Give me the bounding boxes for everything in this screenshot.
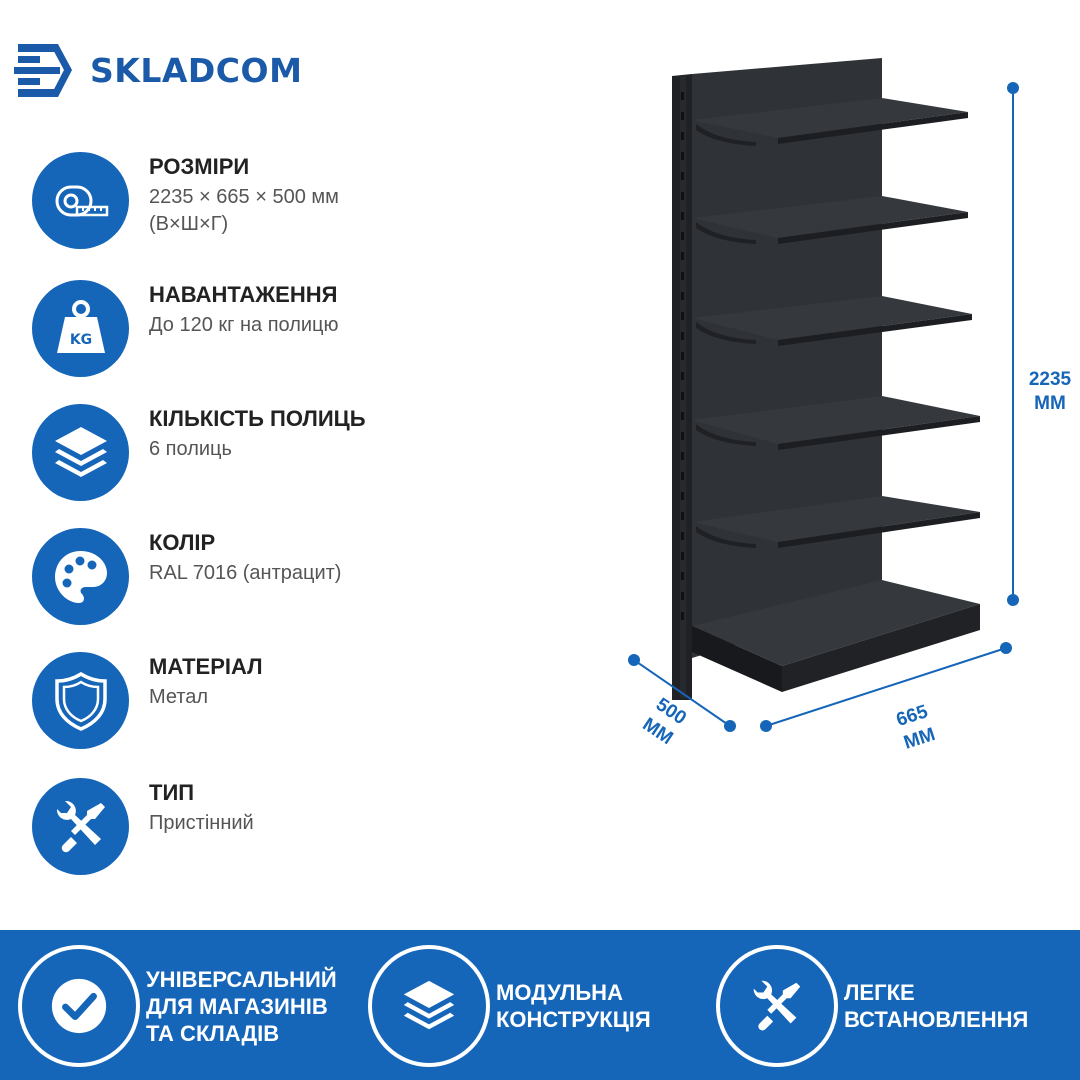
feature-label: МОДУЛЬНА КОНСТРУКЦІЯ: [496, 980, 651, 1032]
shelf: [692, 496, 980, 548]
layers-icon: [368, 945, 490, 1067]
spec-title: НАВАНТАЖЕННЯ: [149, 282, 338, 307]
skladcom-logo-icon: [14, 44, 72, 97]
shield-icon: [32, 652, 129, 749]
spec-value: 2235 × 665 × 500 мм (В×Ш×Г): [149, 186, 339, 235]
tools-icon: [32, 778, 129, 875]
spec-shelves: КІЛЬКІСТЬ ПОЛИЦЬ 6 полиць: [32, 404, 472, 504]
spec-type: ТИП Пристінний: [32, 778, 472, 878]
layers-icon: [32, 404, 129, 501]
spec-value: До 120 кг на полицю: [149, 314, 339, 336]
spec-dimensions: РОЗМІРИ 2235 × 665 × 500 мм (В×Ш×Г): [32, 152, 472, 252]
shelf: [692, 296, 972, 346]
height-unit: MM: [1034, 393, 1066, 414]
spec-title: РОЗМІРИ: [149, 154, 250, 179]
feature-label: ЛЕГКЕ ВСТАНОВЛЕННЯ: [844, 980, 1029, 1032]
svg-text:KG: KG: [69, 332, 91, 348]
weight-kg-icon: KG: [32, 280, 129, 377]
brand-name: SKLADCOM: [90, 50, 303, 90]
spec-title: ТИП: [149, 780, 195, 805]
shelving-unit-illustration: 2235 MM 665 MM 500 MM: [620, 40, 1080, 780]
feature-easy-install: ЛЕГКЕ ВСТАНОВЛЕННЯ: [716, 945, 1076, 1067]
shelf: [692, 396, 980, 450]
shelf: [692, 196, 968, 244]
spec-color: КОЛІР RAL 7016 (антрацит): [32, 528, 472, 628]
spec-title: КІЛЬКІСТЬ ПОЛИЦЬ: [149, 406, 366, 431]
feature-modular: МОДУЛЬНА КОНСТРУКЦІЯ: [368, 945, 708, 1067]
tape-measure-icon: [32, 152, 129, 249]
shelf: [692, 98, 968, 146]
height-dimension-label: 2235 MM: [1022, 368, 1078, 416]
feature-universal: УНІВЕРСАЛЬНИЙ ДЛЯ МАГАЗИНІВ ТА СКЛАДІВ: [18, 945, 358, 1067]
spec-value: 6 полиць: [149, 438, 232, 460]
spec-value: Метал: [149, 686, 209, 708]
checkmark-icon: [18, 945, 140, 1067]
feature-label: УНІВЕРСАЛЬНИЙ ДЛЯ МАГАЗИНІВ ТА СКЛАДІВ: [146, 966, 337, 1046]
spec-title: МАТЕРІАЛ: [149, 654, 263, 679]
palette-icon: [32, 528, 129, 625]
spec-material: МАТЕРІАЛ Метал: [32, 652, 472, 752]
base-shelf: [692, 580, 980, 692]
features-banner: УНІВЕРСАЛЬНИЙ ДЛЯ МАГАЗИНІВ ТА СКЛАДІВ М…: [0, 930, 1080, 1080]
tools-icon: [716, 945, 838, 1067]
spec-load: KG НАВАНТАЖЕННЯ До 120 кг на полицю: [32, 280, 472, 380]
height-value: 2235: [1028, 369, 1072, 390]
spec-value: RAL 7016 (антрацит): [149, 562, 342, 584]
brand-logo: SKLADCOM: [14, 38, 354, 102]
spec-title: КОЛІР: [149, 530, 216, 555]
spec-value: Пристінний: [149, 812, 254, 834]
shelving-unit-drawing: [628, 58, 1019, 732]
